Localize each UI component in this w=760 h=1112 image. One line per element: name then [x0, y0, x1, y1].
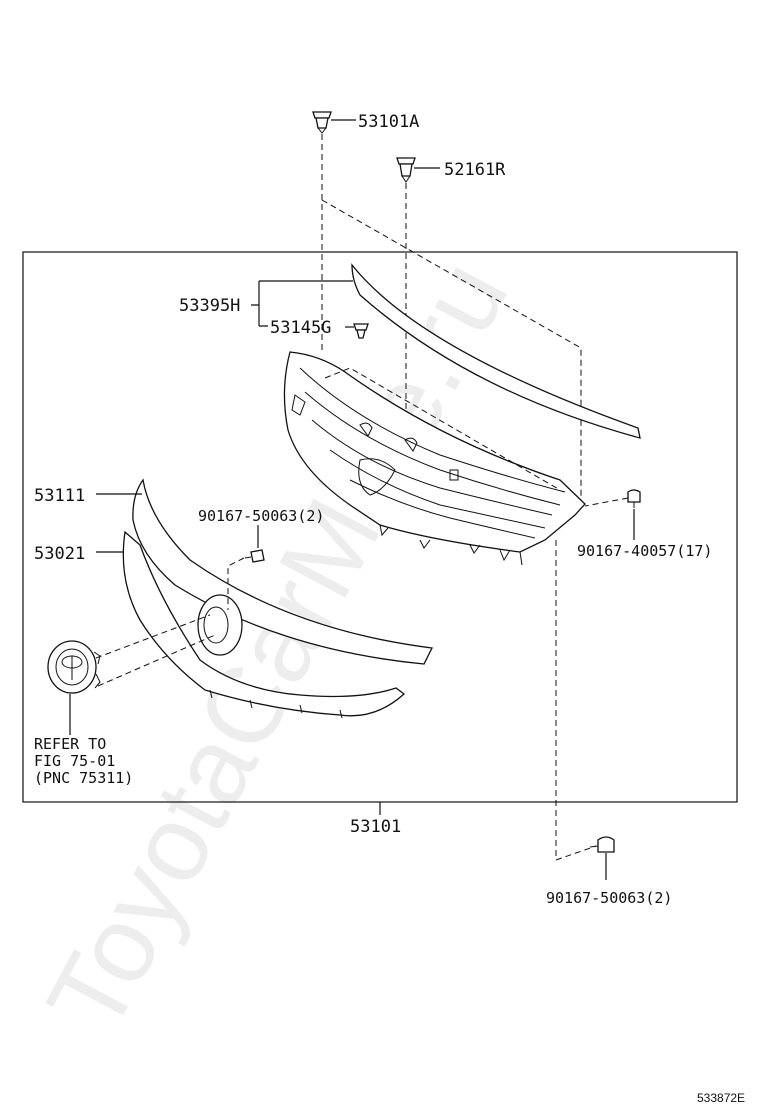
note-line-1: REFER TO — [34, 735, 106, 753]
figure-code: 533872E — [697, 1091, 745, 1105]
upper-molding-part — [351, 263, 641, 439]
clip-53101a-icon — [312, 111, 332, 134]
lower-molding-53111-part — [132, 478, 433, 665]
dash-90167-50063-lower — [555, 540, 597, 861]
label-52161r: 52161R — [444, 160, 506, 180]
screw-90167-50063-upper-icon — [244, 549, 265, 563]
bracket-53395h — [251, 280, 353, 327]
grille-frame-53021-part — [122, 530, 406, 717]
label-53101a: 53101A — [358, 112, 419, 132]
label-53395h: 53395H — [179, 296, 240, 316]
dash-emblem-upper — [95, 614, 211, 659]
dash-90167-40057 — [584, 497, 629, 507]
dash-emblem-lower — [97, 634, 216, 687]
label-53111: 53111 — [34, 486, 85, 506]
clip-52161r-icon — [396, 157, 416, 183]
screw-90167-50063-lower-icon — [589, 836, 615, 853]
note-line-2: FIG 75-01 — [34, 752, 115, 770]
note-line-3: (PNC 75311) — [34, 769, 133, 787]
label-53101: 53101 — [350, 817, 401, 837]
dash-90167-50063-upper — [227, 557, 245, 610]
emblem-icon — [47, 640, 101, 694]
radiator-grille-main-part — [283, 351, 586, 566]
label-90167-50063-upper: 90167-50063(2) — [198, 507, 324, 525]
emblem-opening-ring — [197, 594, 243, 656]
clip-53145g-icon — [353, 323, 369, 339]
label-90167-40057: 90167-40057(17) — [577, 542, 712, 560]
label-53021: 53021 — [34, 544, 85, 564]
screw-90167-40057-icon — [627, 489, 641, 508]
label-53145g: 53145G — [270, 318, 331, 338]
label-90167-50063-lower: 90167-50063(2) — [546, 889, 672, 907]
